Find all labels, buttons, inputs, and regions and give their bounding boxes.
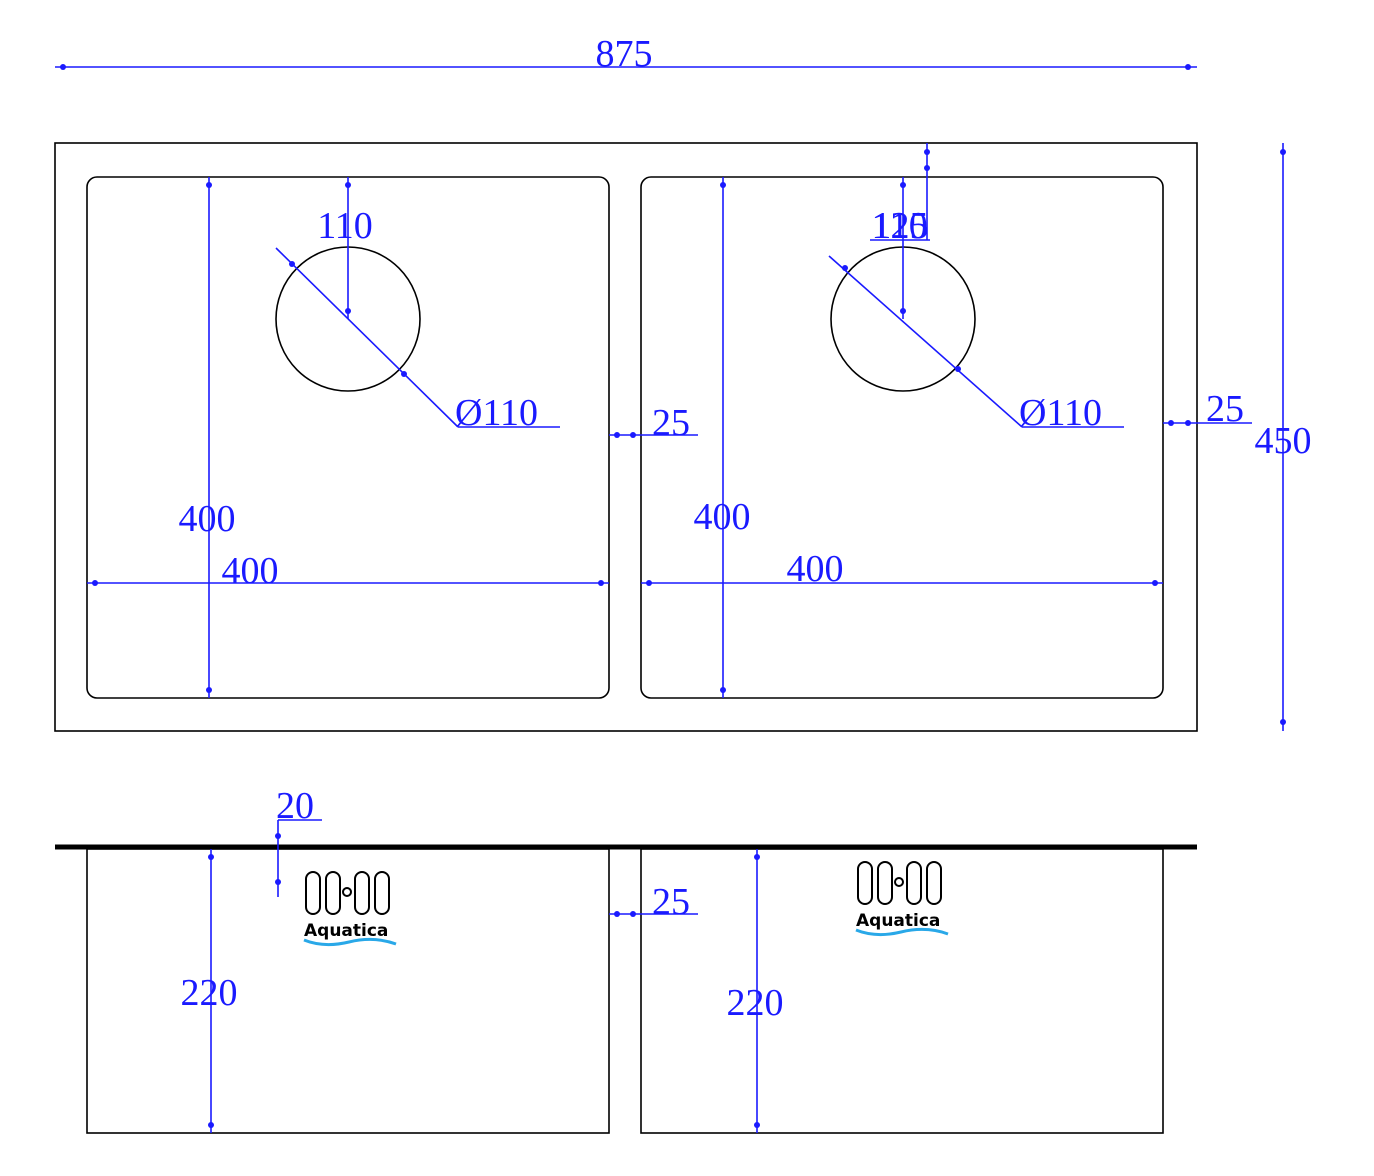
left-bowl-width-dimension: 400 xyxy=(87,550,609,592)
right-drain-diameter-dimension: Ø110 xyxy=(828,255,1124,434)
right-drain-offset-overlap-label: 110 xyxy=(872,205,928,247)
rim-thickness-dimension: 20 xyxy=(275,785,322,897)
right-bowl-length-dimension: 400 xyxy=(694,177,751,698)
overall-width-label: 875 xyxy=(596,33,653,75)
aquatica-logo: Aquatica xyxy=(855,861,949,937)
left-bowl-height-dimension: 220 xyxy=(181,849,238,1133)
left-drain-diameter-dimension: Ø110 xyxy=(275,247,560,434)
right-bowl-length-label: 400 xyxy=(694,496,751,538)
right-bowl-width-label: 400 xyxy=(787,548,844,590)
left-bowl-length-dimension: 400 xyxy=(179,177,236,698)
right-margin-dimension: 25 xyxy=(1163,388,1252,430)
right-margin-label: 25 xyxy=(1206,388,1244,430)
overall-depth-dimension: 450 xyxy=(1255,143,1312,731)
right-bowl-outline xyxy=(640,176,1164,699)
center-gap-top-label: 25 xyxy=(652,402,690,444)
left-bowl-length-label: 400 xyxy=(179,498,236,540)
center-gap-side-label: 25 xyxy=(652,881,690,923)
left-bowl-height-label: 220 xyxy=(181,972,238,1014)
rim-thickness-label: 20 xyxy=(276,785,314,827)
left-bowl-width-label: 400 xyxy=(222,550,279,592)
right-drain-offset-label: 125 xyxy=(872,205,929,247)
center-gap-side-dimension: 25 xyxy=(609,881,698,923)
center-gap-top-dimension: 25 xyxy=(609,402,698,444)
right-drain-diameter-label: Ø110 xyxy=(1019,392,1102,434)
right-bowl-height-label: 220 xyxy=(727,982,784,1024)
right-bowl-width-dimension: 400 xyxy=(641,548,1163,590)
aquatica-logo: Aquatica xyxy=(303,871,397,947)
right-bowl-side-outline xyxy=(640,848,1164,1134)
overall-depth-label: 450 xyxy=(1255,420,1312,462)
left-drain-offset-label: 110 xyxy=(317,205,373,247)
overall-width-dimension: 875 xyxy=(55,33,1197,75)
right-drain-offset-dimension: 125 110 xyxy=(870,143,930,319)
left-bowl-side-outline xyxy=(86,848,610,1134)
logo-text: Aquatica xyxy=(304,921,388,941)
logo-text: Aquatica xyxy=(856,911,940,931)
left-drain-diameter-label: Ø110 xyxy=(455,392,538,434)
left-drain-offset-dimension: 110 xyxy=(317,177,373,319)
sink-outer-outline xyxy=(54,142,1198,732)
right-bowl-height-dimension: 220 xyxy=(727,849,784,1133)
